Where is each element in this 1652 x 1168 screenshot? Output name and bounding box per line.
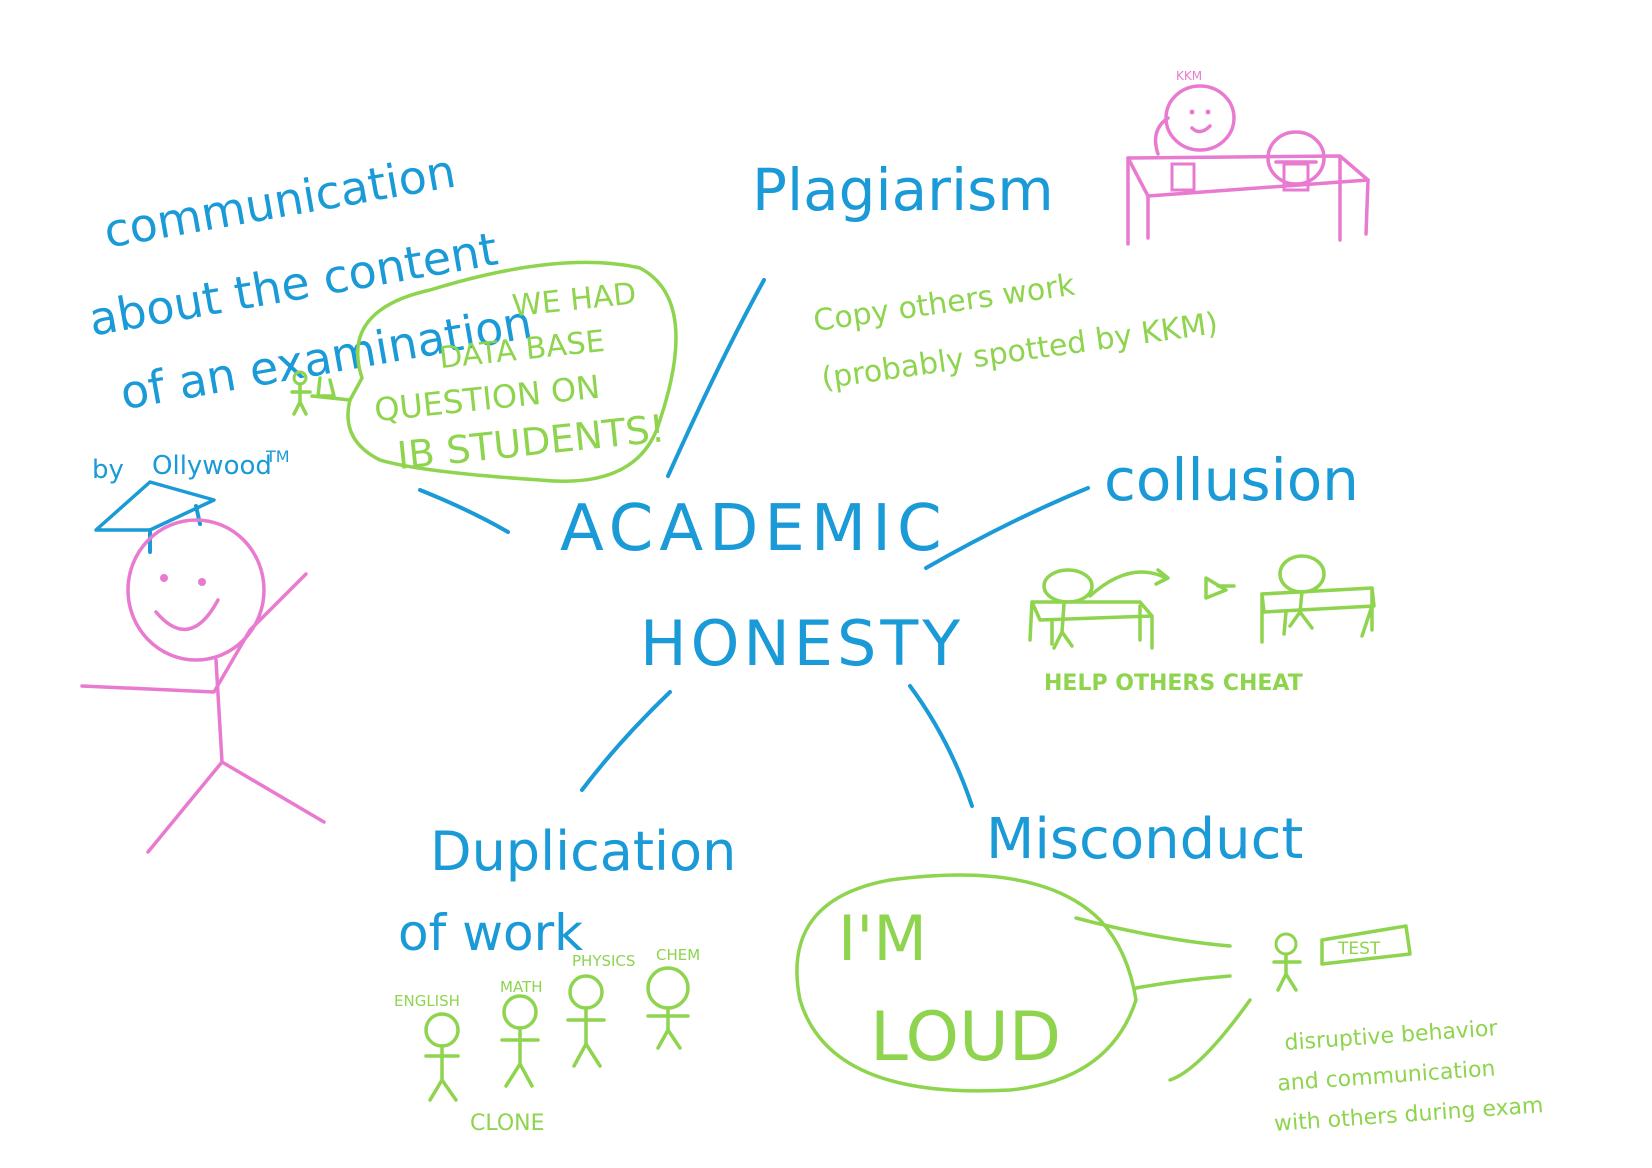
connector-lines [418,278,1090,808]
graduate-figure-icon [80,480,326,854]
misconduct-desc: disruptive behavior and communication wi… [1273,1016,1544,1137]
plagiarism-title: Plagiarism [752,156,1054,224]
test-sign: TEST [1337,939,1381,959]
signature-by: by [92,455,124,485]
signature-name: Ollywood [152,451,272,481]
subject-english: ENGLISH [394,992,460,1010]
collusion-sketch-icon: HELP OTHERS CHEAT [1028,554,1376,696]
subject-chem: CHEM [656,946,700,964]
clone-figures-icon: ENGLISH MATH PHYSICS CHEM CLONE [394,946,700,1136]
plagiarism-desc: Copy others work (probably spotted by KK… [811,268,1220,397]
kkm-label: KKM [1176,69,1202,83]
connector-duplication [580,690,672,792]
connector-communication [418,488,510,534]
subject-math: MATH [500,978,542,996]
misconduct-desc-line3: with others during exam [1273,1093,1544,1137]
kkm-desk-sketch-icon: KKM [1126,69,1370,246]
connector-plagiarism [666,278,766,478]
collusion-caption: HELP OTHERS CHEAT [1044,671,1303,696]
misconduct-desc-line1: disruptive behavior [1284,1016,1500,1056]
loud-speech-bubble: I'M LOUD [795,873,1232,1093]
clone-caption: CLONE [470,1111,545,1136]
loud-bubble-line1: I'M [838,902,927,975]
signature: by Ollywood TM [92,447,290,485]
small-figure-icon [290,370,336,416]
connector-misconduct [908,684,974,808]
collusion-title: collusion [1104,446,1359,514]
misconduct-desc-line2: and communication [1277,1056,1497,1096]
loud-bubble-line2: LOUD [870,998,1061,1077]
misconduct-title: Misconduct [986,807,1303,872]
connector-collusion [924,486,1090,570]
duplication-title-line1: Duplication [430,820,736,883]
duplication-title-line2: of work [398,904,583,962]
bubble-line1: WE HAD [511,276,638,324]
plagiarism-desc-line1: Copy others work [811,268,1077,339]
subject-physics: PHYSICS [572,952,635,970]
center-title-line2: HONESTY [640,607,964,680]
center-title-line1: ACADEMIC [560,492,948,566]
test-taker-figure-icon: TEST [1168,924,1412,1082]
signature-tm: TM [265,447,290,466]
